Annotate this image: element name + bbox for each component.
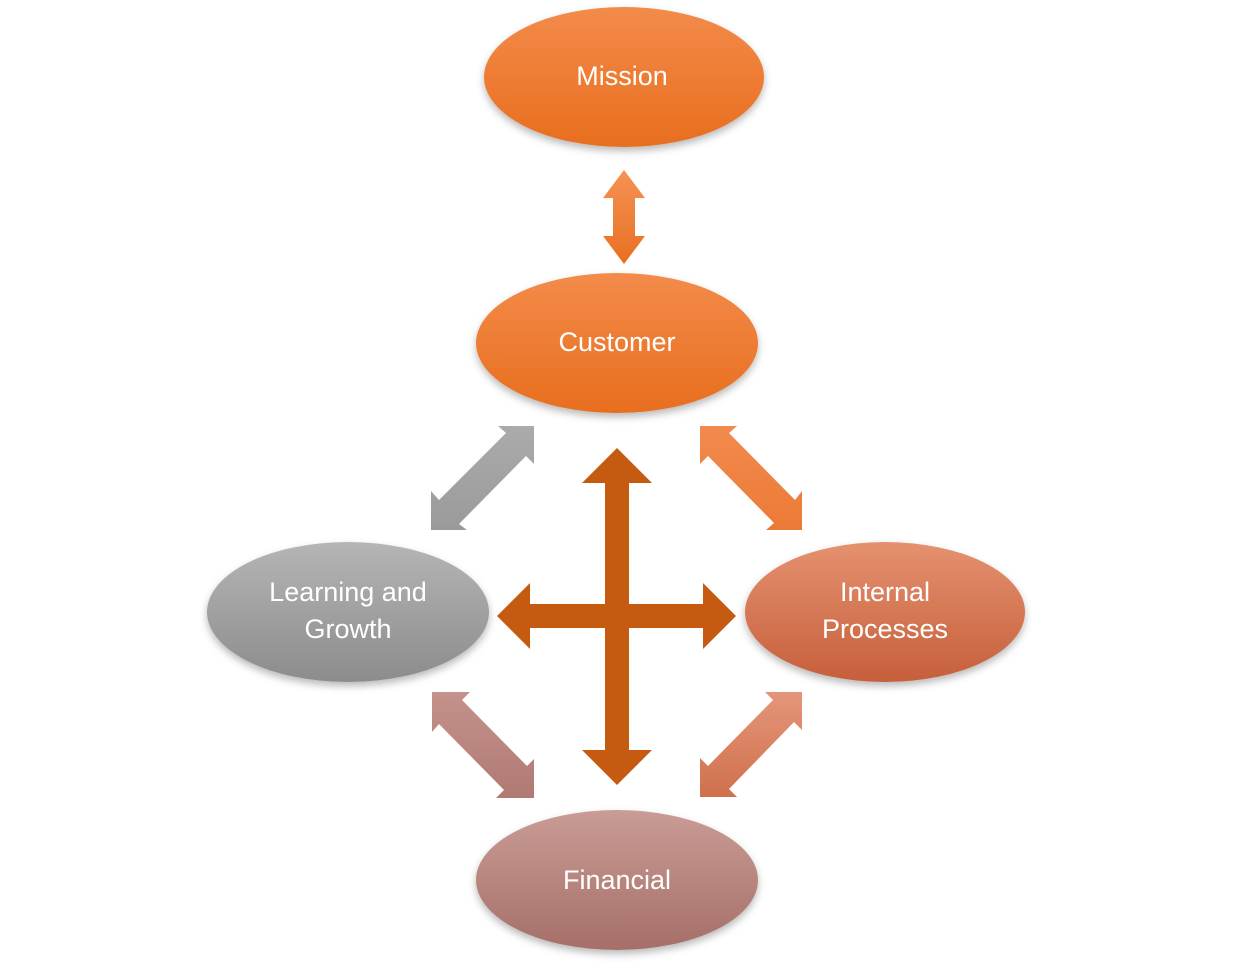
internal-label-line1: Internal — [840, 577, 930, 607]
customer-label: Customer — [558, 327, 675, 357]
learning-financial-arrow — [432, 692, 534, 798]
customer-node — [476, 273, 758, 413]
customer-learning-arrow — [431, 426, 534, 530]
mission-node — [484, 7, 764, 147]
customer-internal-arrow — [700, 426, 802, 530]
learning-internal-arrow — [497, 583, 736, 649]
internal-label-line2: Processes — [822, 614, 948, 644]
mission-label: Mission — [576, 61, 668, 91]
mission-customer-arrow — [603, 170, 645, 264]
financial-label: Financial — [563, 865, 671, 895]
financial-node — [476, 810, 758, 950]
internal-financial-arrow — [700, 692, 802, 797]
learning-label-line1: Learning and — [269, 577, 427, 607]
learning-label-line2: Growth — [304, 614, 391, 644]
learning-growth-node — [207, 542, 489, 682]
internal-processes-node — [745, 542, 1025, 682]
